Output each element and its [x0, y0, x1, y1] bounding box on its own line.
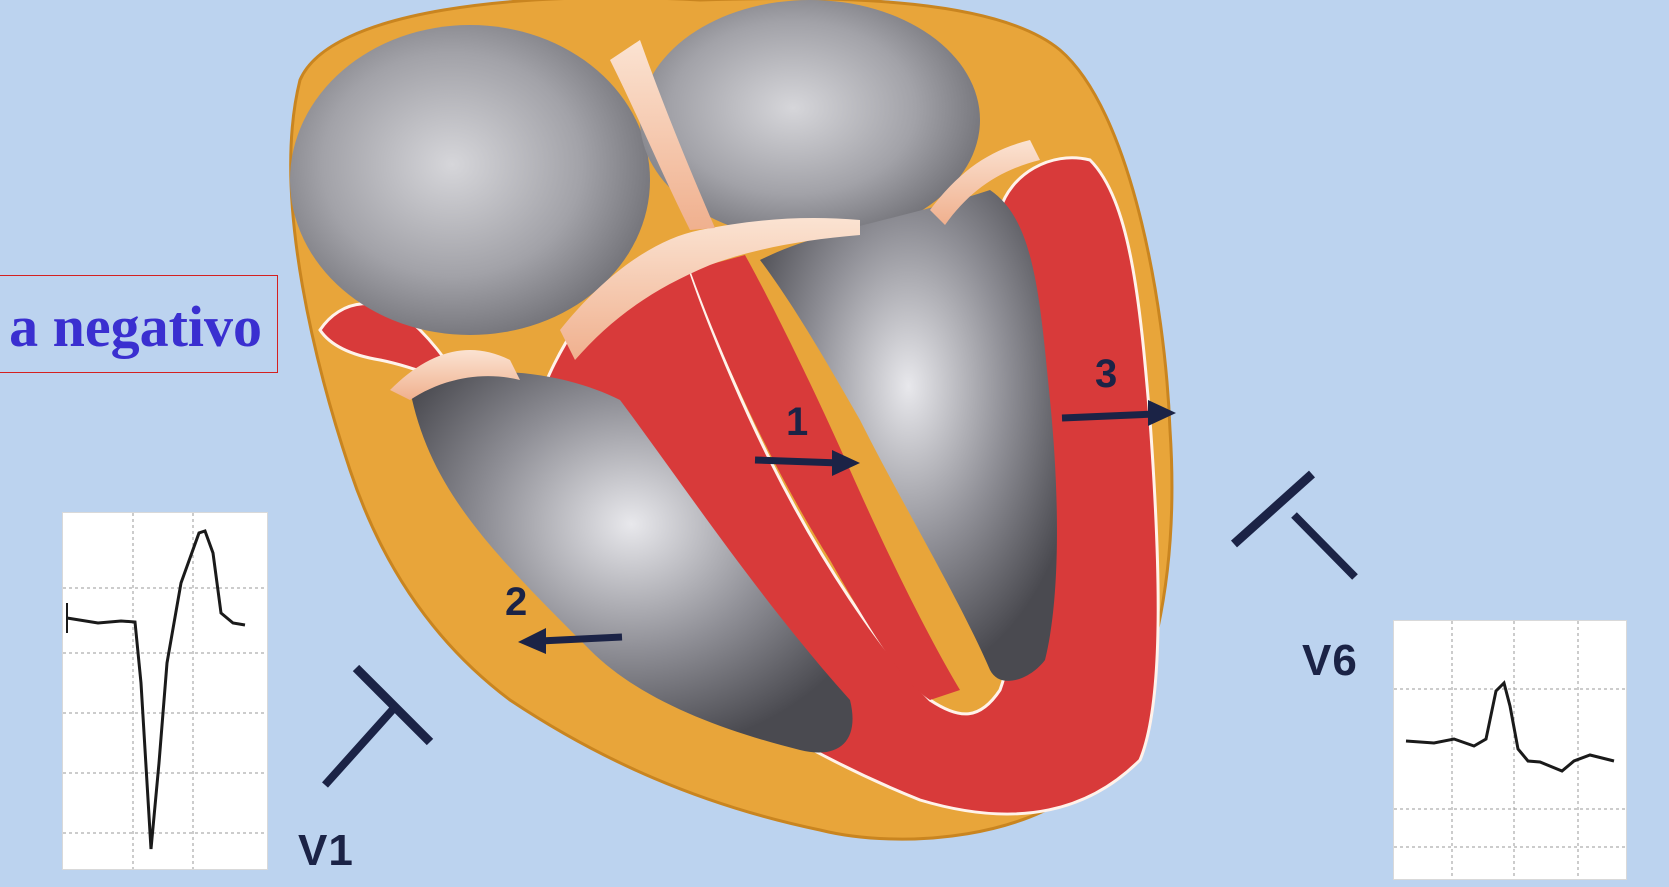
ecg-trace-v6 [1394, 621, 1626, 879]
callout-text: a negativo [0, 292, 262, 362]
ecg-strip-v6 [1393, 620, 1627, 880]
vector-label-1: 1 [786, 400, 808, 445]
lead-label-v6: V6 [1302, 636, 1358, 686]
ecg-strip-v1 [62, 512, 268, 870]
left-atrium [290, 25, 650, 335]
electrode-v6-symbol [1234, 474, 1355, 577]
vector-label-3: 3 [1095, 352, 1117, 397]
ecg-trace-v1 [63, 513, 267, 869]
electrode-v1-symbol [325, 668, 430, 785]
vector-label-2: 2 [505, 580, 527, 625]
lead-label-v1: V1 [298, 826, 354, 876]
